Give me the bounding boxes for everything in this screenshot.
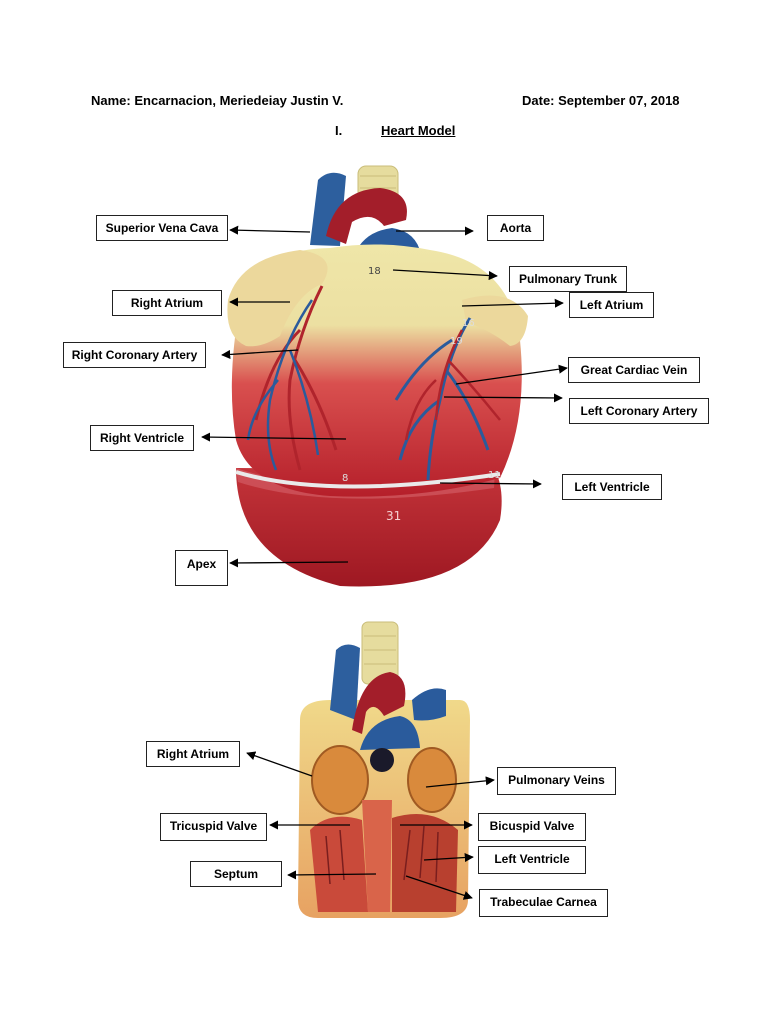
label-pulmonary-veins: Pulmonary Veins [497, 767, 616, 795]
leader-arrows-figure1 [201, 225, 568, 568]
label-right-atrium-fig1: Right Atrium [112, 290, 222, 316]
sectioned-heart-model [298, 621, 470, 918]
label-aorta: Aorta [487, 215, 544, 241]
external-heart-model: 18 16 19 8 11 31 [227, 165, 528, 587]
section-number: I. [335, 123, 343, 138]
model-number-8: 8 [342, 473, 348, 484]
leader-arrows-figure2 [246, 751, 495, 900]
label-superior-vena-cava: Superior Vena Cava [96, 215, 228, 241]
label-bicuspid-valve: Bicuspid Valve [478, 813, 586, 841]
label-left-ventricle-fig2: Left Ventricle [478, 846, 586, 874]
student-name: Name: Encarnacion, Meriedeiay Justin V. [91, 93, 344, 108]
label-right-ventricle: Right Ventricle [90, 425, 194, 451]
report-date: Date: September 07, 2018 [522, 93, 680, 108]
label-tricuspid-valve: Tricuspid Valve [160, 813, 267, 841]
label-right-atrium-fig2: Right Atrium [146, 741, 240, 767]
model-number-31: 31 [386, 509, 401, 523]
model-number-19: 19 [450, 336, 463, 347]
label-pulmonary-trunk: Pulmonary Trunk [509, 266, 627, 292]
model-number-18: 18 [368, 266, 381, 277]
label-trabeculae-carnea: Trabeculae Carnea [479, 889, 608, 917]
label-left-atrium: Left Atrium [569, 292, 654, 318]
label-great-cardiac-vein: Great Cardiac Vein [568, 357, 700, 383]
model-number-11: 11 [488, 470, 501, 481]
section-title: Heart Model [381, 123, 456, 138]
label-right-coronary-artery: Right Coronary Artery [63, 342, 206, 368]
model-number-16: 16 [462, 318, 475, 329]
label-septum: Septum [190, 861, 282, 887]
label-left-ventricle-fig1: Left Ventricle [562, 474, 662, 500]
label-apex: Apex [175, 550, 228, 586]
label-left-coronary-artery: Left Coronary Artery [569, 398, 709, 424]
